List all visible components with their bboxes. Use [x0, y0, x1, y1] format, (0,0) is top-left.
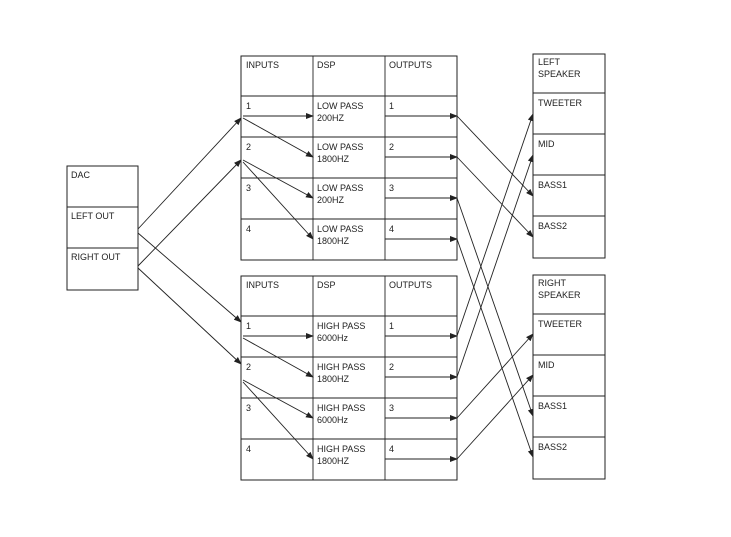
low-dsp-1-freq: 200HZ — [317, 113, 345, 123]
low-output-1: 1 — [389, 101, 394, 111]
high-dsp-3-type: HIGH PASS — [317, 403, 365, 413]
speaker-connections — [456, 113, 534, 460]
high-in1-to-dsp2 — [242, 337, 314, 378]
dac-box: DAC LEFT OUT RIGHT OUT — [66, 165, 139, 291]
high-input-2: 2 — [246, 362, 251, 372]
high-output-4: 4 — [389, 444, 394, 454]
low-header-outputs: OUTPUTS — [389, 60, 432, 70]
high-internal-routing — [242, 333, 314, 460]
right-speaker-tweeter: TWEETER — [538, 319, 582, 329]
left-out-to-low-in-1 — [137, 117, 242, 230]
high-dsp-1-type: HIGH PASS — [317, 321, 365, 331]
high-header-dsp: DSP — [317, 280, 336, 290]
left-speaker-tweeter: TWEETER — [538, 98, 582, 108]
high-dsp-3-freq: 6000Hz — [317, 415, 349, 425]
left-speaker-frame — [532, 53, 606, 259]
low-internal-routing — [242, 113, 314, 240]
dac-connections — [137, 117, 242, 365]
left-speaker-title-1: LEFT — [538, 57, 561, 67]
high-input-3: 3 — [246, 403, 251, 413]
high-input-1: 1 — [246, 321, 251, 331]
right-speaker-title-2: SPEAKER — [538, 290, 581, 300]
low-input-4: 4 — [246, 224, 251, 234]
low-input-2: 2 — [246, 142, 251, 152]
low-dsp-3-freq: 200HZ — [317, 195, 345, 205]
high-block-frame — [240, 275, 458, 481]
dac-frame — [66, 165, 139, 291]
left-speaker-mid: MID — [538, 139, 555, 149]
low-header-inputs: INPUTS — [246, 60, 279, 70]
low-dsp-2-type: LOW PASS — [317, 142, 363, 152]
output-arrows — [385, 113, 458, 462]
high-dsp-4-type: HIGH PASS — [317, 444, 365, 454]
high-input-4: 4 — [246, 444, 251, 454]
right-speaker-box: RIGHT SPEAKER TWEETER MID BASS1 BASS2 — [532, 274, 606, 480]
high-dsp-2-type: HIGH PASS — [317, 362, 365, 372]
left-speaker-box: LEFT SPEAKER TWEETER MID BASS1 BASS2 — [532, 53, 606, 259]
high-output-1: 1 — [389, 321, 394, 331]
low-dsp-3-type: LOW PASS — [317, 183, 363, 193]
right-out-to-high-in-2 — [137, 267, 242, 365]
low-output-4: 4 — [389, 224, 394, 234]
high-in2-to-dsp3 — [242, 379, 314, 419]
dac-right-out: RIGHT OUT — [71, 252, 121, 262]
low-dsp-1-type: LOW PASS — [317, 101, 363, 111]
low-dsp-4-type: LOW PASS — [317, 224, 363, 234]
low-input-3: 3 — [246, 183, 251, 193]
left-out-to-high-in-1 — [137, 232, 242, 323]
high-pass-block: INPUTS DSP OUTPUTS 1 HIGH PASS 6000Hz 1 … — [240, 275, 458, 481]
dac-title: DAC — [71, 170, 91, 180]
low-in2-to-dsp4 — [242, 161, 314, 240]
high-dsp-4-freq: 1800HZ — [317, 456, 350, 466]
right-speaker-mid: MID — [538, 360, 555, 370]
low-output-3: 3 — [389, 183, 394, 193]
high-out2-to-left-mid — [456, 154, 534, 378]
low-in1-to-dsp2 — [242, 117, 314, 158]
low-in2-to-dsp3 — [242, 159, 314, 199]
left-speaker-title-2: SPEAKER — [538, 69, 581, 79]
low-out1-to-left-bass1 — [456, 115, 534, 197]
right-speaker-title-1: RIGHT — [538, 278, 567, 288]
high-dsp-1-freq: 6000Hz — [317, 333, 349, 343]
right-speaker-frame — [532, 274, 606, 480]
right-speaker-bass2: BASS2 — [538, 442, 567, 452]
high-output-3: 3 — [389, 403, 394, 413]
low-header-dsp: DSP — [317, 60, 336, 70]
low-block-frame — [240, 55, 458, 261]
low-out4-to-right-bass2 — [456, 238, 534, 458]
high-header-inputs: INPUTS — [246, 280, 279, 290]
right-speaker-bass1: BASS1 — [538, 401, 567, 411]
high-dsp-2-freq: 1800HZ — [317, 374, 350, 384]
high-out4-to-right-mid — [456, 374, 534, 460]
low-dsp-2-freq: 1800HZ — [317, 154, 350, 164]
low-input-1: 1 — [246, 101, 251, 111]
high-output-2: 2 — [389, 362, 394, 372]
low-out2-to-left-bass2 — [456, 156, 534, 238]
high-out3-to-right-tweeter — [456, 333, 534, 419]
dac-left-out: LEFT OUT — [71, 211, 115, 221]
low-dsp-4-freq: 1800HZ — [317, 236, 350, 246]
right-out-to-low-in-2 — [137, 159, 242, 267]
left-speaker-bass2: BASS2 — [538, 221, 567, 231]
low-out3-to-right-bass1 — [456, 197, 534, 417]
high-in2-to-dsp4 — [242, 381, 314, 460]
left-speaker-bass1: BASS1 — [538, 180, 567, 190]
high-out1-to-left-tweeter — [456, 113, 534, 337]
low-output-2: 2 — [389, 142, 394, 152]
low-pass-block: INPUTS DSP OUTPUTS 1 LOW PASS 200HZ 1 2 … — [240, 55, 458, 261]
high-header-outputs: OUTPUTS — [389, 280, 432, 290]
